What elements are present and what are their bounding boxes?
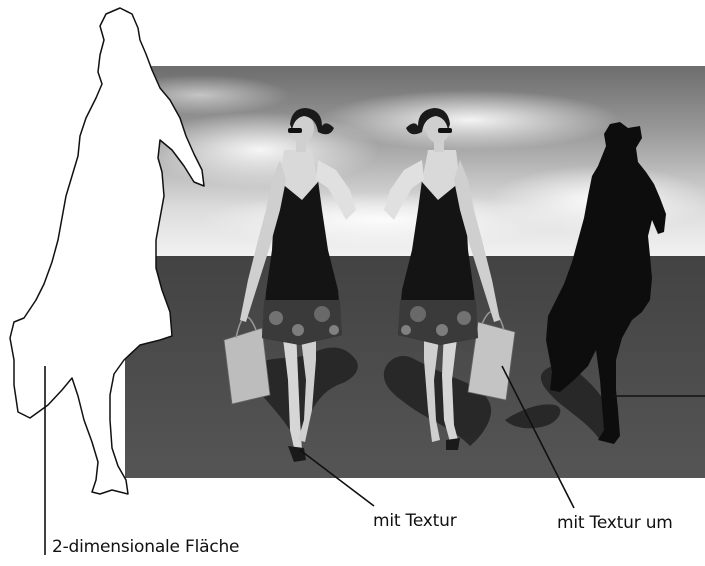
label-mit-textur-um: mit Textur um [557, 513, 673, 533]
sunglasses [438, 128, 452, 133]
shadow-mirrored-figure-bag [505, 404, 561, 429]
arm [454, 160, 500, 322]
neck [296, 138, 306, 152]
label-2-dimensionale-flaeche: 2-dimensionale Fläche [52, 537, 240, 557]
hair [406, 108, 450, 135]
silhouette-figure [546, 122, 666, 444]
shoe [446, 438, 460, 450]
label-mit-textur: mit Textur [373, 511, 457, 531]
arm [240, 160, 286, 322]
torso [422, 150, 460, 200]
hair [290, 108, 334, 135]
leg [282, 330, 302, 450]
shopping-bag [223, 327, 271, 405]
leader-line-texture [299, 449, 375, 507]
sunglasses [288, 128, 302, 133]
outline-figure [9, 7, 205, 495]
shoe [288, 446, 306, 462]
cloud [320, 90, 620, 150]
leader-line-texture-rotated [501, 365, 575, 509]
leg [424, 330, 440, 442]
arm [316, 160, 356, 220]
shadow-textured-figure [252, 347, 358, 440]
textured-figure [223, 108, 356, 462]
mirrored-textured-figure [384, 108, 516, 450]
leg [298, 330, 316, 442]
arm [384, 160, 424, 220]
leg [442, 330, 458, 442]
shopping-bag [467, 321, 516, 401]
shadow-mirrored-figure [383, 355, 492, 446]
cloud [200, 192, 560, 248]
leader-lines [44, 365, 705, 555]
torso [280, 150, 318, 200]
neck [434, 138, 444, 152]
